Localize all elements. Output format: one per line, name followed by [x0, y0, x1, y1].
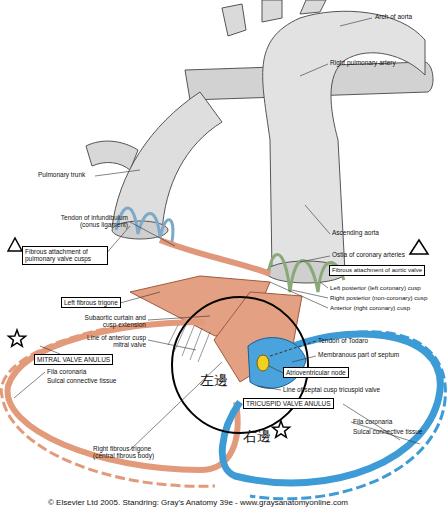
part-label: Ostia of coronary arteries — [332, 251, 405, 258]
copyright-note: © Elsevier Ltd 2005. Standring: Gray's A… — [48, 498, 348, 507]
part-label: Sulcal connective tissue — [353, 428, 422, 435]
part-label: Tendon of infundibulum (conus ligament) — [46, 214, 128, 229]
tendon-of-todaro — [270, 341, 316, 356]
membranous-septum — [248, 338, 306, 389]
aortic-branch — [300, 0, 326, 14]
aortic-branch — [222, 4, 246, 36]
leader-line — [14, 372, 45, 398]
part-label: Left posterior (left coronary) cusp — [330, 284, 421, 291]
box-label-text: Fibrous attachment of aortic valve — [332, 267, 422, 274]
hatch-line — [190, 328, 202, 360]
leader-line — [95, 170, 140, 176]
box-label-text: Fibrous attachment of pulmonary valve cu… — [25, 248, 105, 263]
conus-ligament — [160, 240, 270, 274]
part-label: Right posterior (non-coronary) cusp — [330, 294, 427, 301]
leader-line — [270, 282, 328, 308]
hatch-line — [198, 332, 210, 362]
part-label: Right fibrous trigone (central fibrous b… — [93, 445, 173, 460]
part-label: Line of anterior cusp mitral valve — [82, 334, 146, 349]
part-label: Membranous part of septum — [318, 351, 399, 358]
label-box: MITRAL VALVE ANULUS — [34, 354, 113, 365]
hatch-line — [174, 325, 186, 352]
side-annotation: 右邊 — [243, 428, 271, 444]
part-label: Arch of aorta — [375, 13, 412, 20]
part-label: Fila coronaria — [47, 368, 86, 375]
part-label: Sulcal connective tissue — [47, 377, 116, 384]
left-pulmonary-artery — [86, 141, 138, 170]
anterior-cusp-hatching — [168, 325, 210, 362]
leader-line — [300, 64, 328, 76]
mitral-anulus — [8, 322, 238, 470]
av-node — [257, 355, 269, 371]
triangle-symbol — [410, 240, 428, 254]
leader-line — [40, 346, 60, 354]
box-label-text: Atrioventricular node — [286, 369, 346, 376]
leader-line — [305, 205, 330, 234]
aortic-branch — [262, 0, 282, 22]
box-label-text: TRICUSPID VALVE ANULUS — [246, 400, 331, 407]
leader-line — [292, 356, 316, 362]
pulmonary-trunk — [112, 92, 222, 232]
leader-line — [320, 282, 328, 288]
aorta — [263, 11, 425, 272]
label-box: Fibrous attachment of pulmonary valve cu… — [22, 246, 108, 265]
label-box: Left fibrous trigone — [61, 297, 121, 308]
label-box: Atrioventricular node — [283, 367, 349, 378]
leader-lines — [14, 18, 420, 450]
triangle-symbol — [8, 238, 22, 251]
tricuspid-anulus — [222, 334, 440, 483]
box-label-text: MITRAL VALVE ANULUS — [37, 356, 110, 363]
leader-line — [269, 366, 283, 373]
part-label: Pulmonary trunk — [38, 171, 85, 178]
side-annotation: 左邊 — [200, 372, 228, 388]
star-symbol — [272, 421, 289, 437]
part-label: Ascending aorta — [332, 229, 379, 236]
star-symbol — [8, 330, 25, 346]
part-label: Anterior (right coronary) cusp — [330, 304, 410, 311]
leader-line — [148, 340, 196, 350]
box-label-text: Left fibrous trigone — [64, 299, 118, 306]
part-label: Tendon of Todaro — [318, 337, 368, 344]
hatch-line — [182, 326, 194, 356]
part-label: Subaortic curtain and cusp extension — [78, 314, 146, 329]
label-box: Fibrous attachment of aortic valve — [329, 265, 425, 276]
leader-line — [130, 222, 175, 246]
leader-line — [258, 386, 281, 390]
leader-line — [148, 316, 210, 320]
part-label: Fila coronaria — [353, 418, 392, 425]
mitral-sulcal-tissue — [1, 326, 215, 486]
part-label: Line of septal cusp tricuspid valve — [283, 386, 380, 393]
leader-line — [300, 256, 330, 262]
leader-line — [120, 292, 160, 303]
part-label: Right pulmonary artery — [330, 59, 396, 66]
leader-line — [340, 18, 372, 26]
label-box: TRICUSPID VALVE ANULUS — [243, 398, 334, 409]
